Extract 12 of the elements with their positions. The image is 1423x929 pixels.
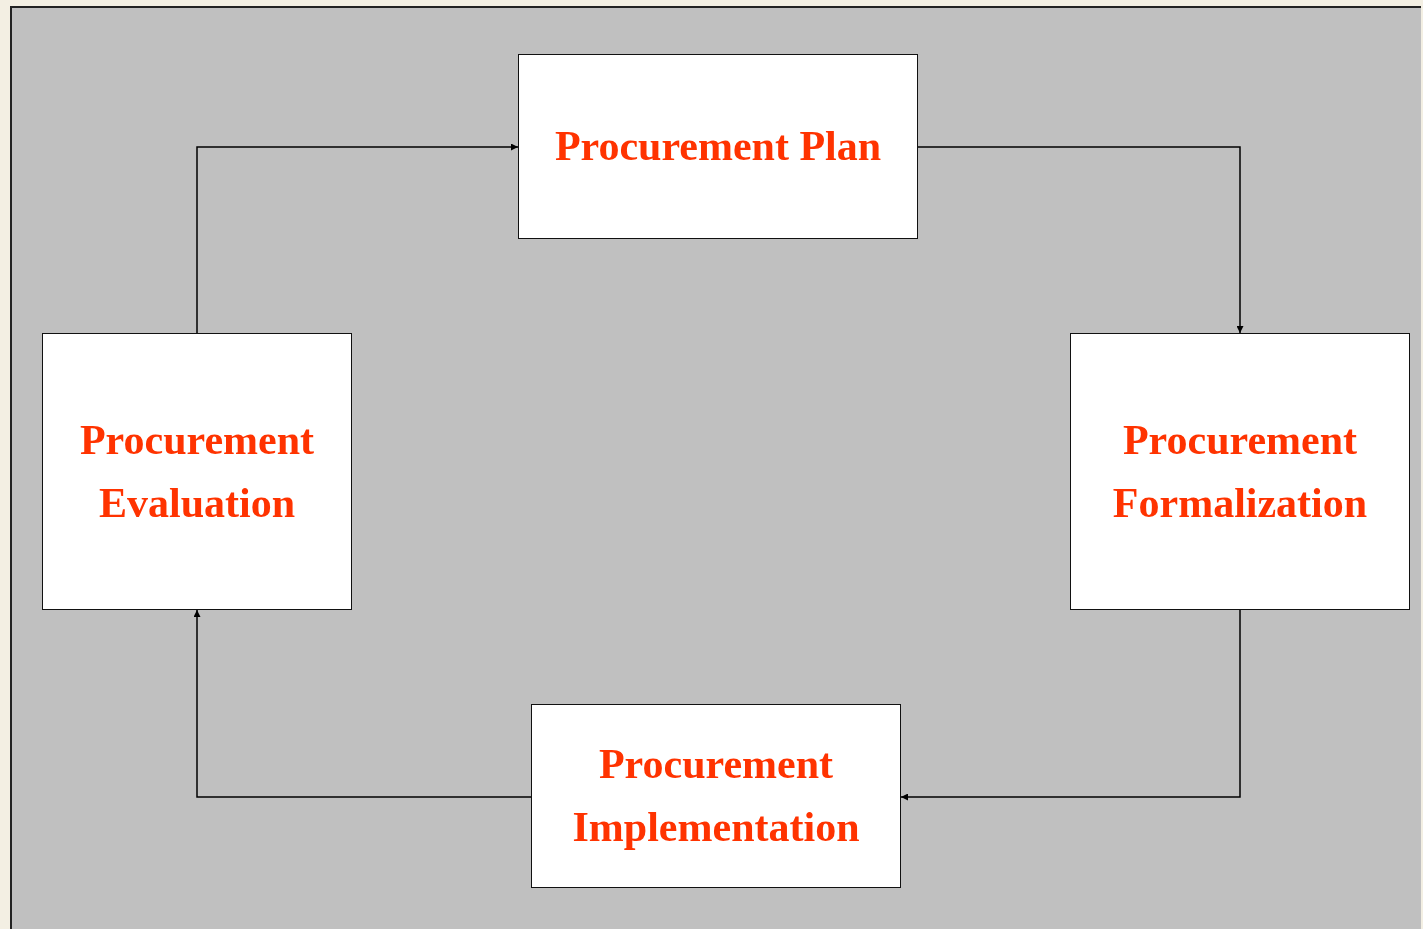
process-label: Procurement Plan [554, 122, 882, 171]
arrow [917, 146, 1244, 334]
arrow [900, 609, 1241, 801]
process-label: Procurement Implementation [571, 740, 861, 852]
process-box [531, 704, 901, 888]
process-box [1070, 333, 1410, 610]
process-box [518, 54, 918, 239]
process-label: Procurement Formalization [1111, 415, 1369, 528]
process-box [42, 333, 352, 610]
arrow [196, 143, 519, 334]
arrow [193, 609, 532, 798]
process-label: Procurement Evaluation [78, 415, 315, 528]
